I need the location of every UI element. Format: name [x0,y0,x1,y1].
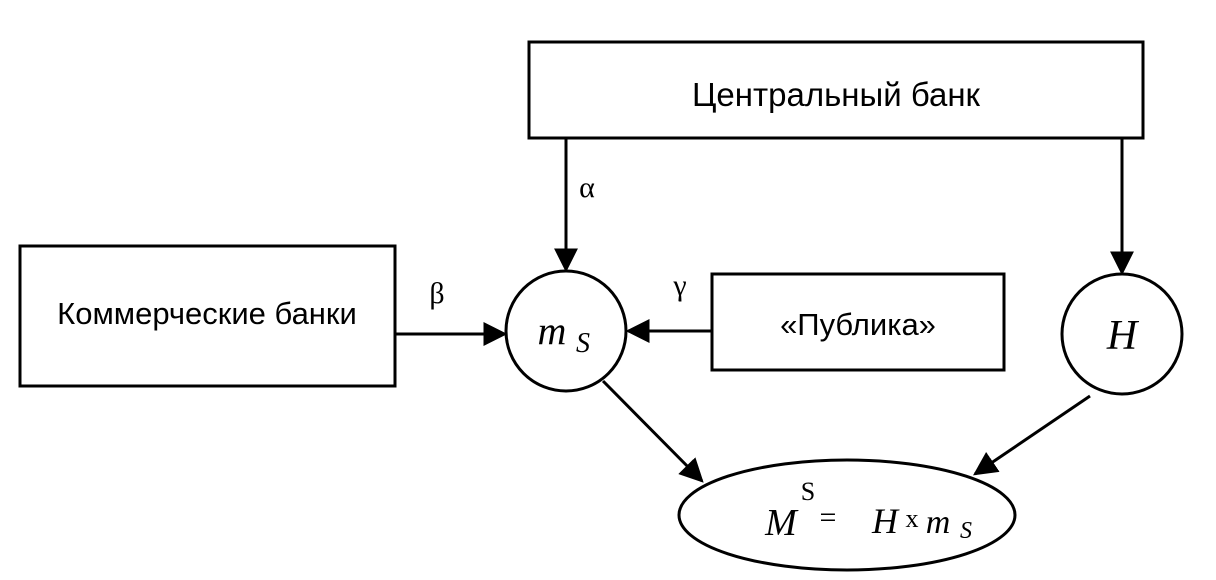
edge-label-beta: β [429,277,444,310]
edge-label-alpha: α [579,171,595,204]
public-label: «Публика» [780,307,936,342]
central-bank-box [527,40,1145,140]
central-bank-node: Центральный банк [527,40,1145,140]
public-node: «Публика» [710,272,1006,372]
base-label: H [1106,313,1140,359]
arrow-base-to-supply [973,394,1091,476]
equation-equals: = [820,501,837,534]
multiplier-subscript: S [576,328,590,359]
equation-times: x [906,504,919,533]
money-supply-ellipse [677,458,1017,572]
equation-m2-subscript: S [960,518,972,544]
commercial-banks-node: Коммерческие банки [18,244,397,388]
multiplier-node: m S [504,269,628,393]
commercial-banks-label: Коммерческие банки [57,296,357,331]
equation-h: H [871,501,900,541]
equation-m2: m [926,504,951,541]
central-bank-label: Центральный банк [692,76,981,113]
edge-label-gamma: γ [672,269,686,302]
equation-m-superscript: S [801,477,815,506]
money-supply-node: M S = H x m S [677,458,1017,572]
multiplier-label: m [538,308,567,353]
public-box [710,272,1006,372]
equation-m: M [764,502,799,544]
arrow-multiplier-to-supply [601,379,704,483]
commercial-banks-box [18,244,397,388]
base-node: H [1060,272,1184,396]
